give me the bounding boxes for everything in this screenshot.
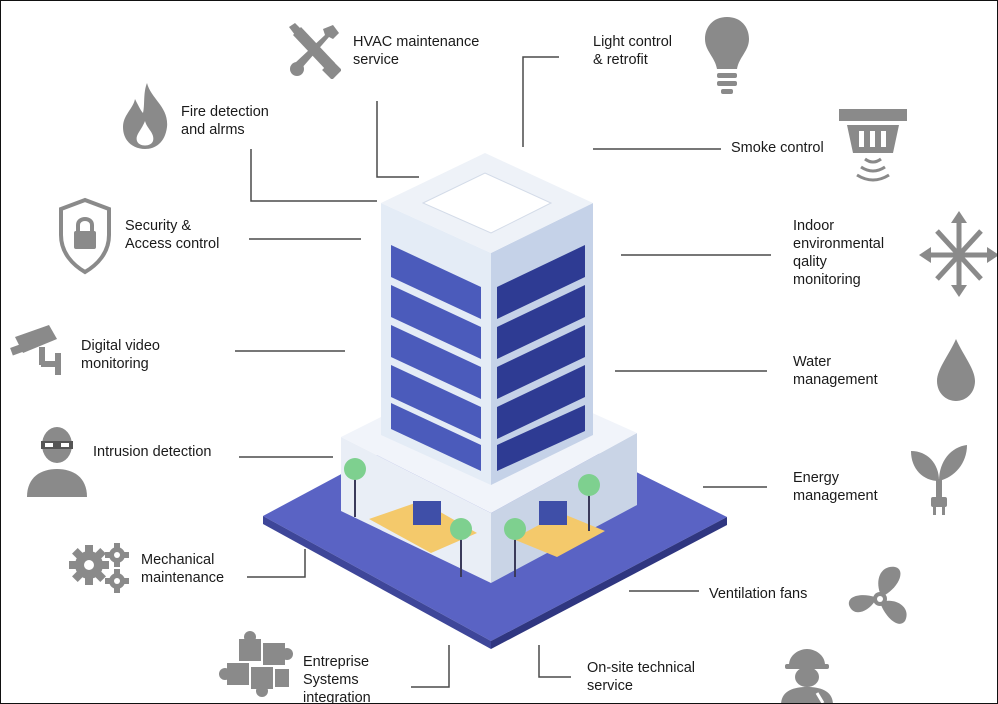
masked-person-icon bbox=[27, 427, 87, 497]
wrench-screwdriver-icon bbox=[289, 23, 341, 79]
technician-icon bbox=[781, 649, 833, 703]
connector-light bbox=[522, 56, 559, 147]
ground-plate-side-left bbox=[263, 516, 491, 649]
connector-hvac bbox=[376, 101, 419, 178]
label-enterprise: Entreprise Systems integration bbox=[303, 654, 371, 704]
connector-mechanical bbox=[247, 549, 306, 578]
label-intrusion: Intrusion detection bbox=[93, 444, 212, 460]
path-left bbox=[369, 501, 477, 553]
fan-icon bbox=[848, 566, 907, 624]
connector-fire bbox=[250, 149, 377, 202]
right-windows bbox=[497, 245, 585, 471]
plant-plug-icon bbox=[911, 445, 967, 515]
entrance-left bbox=[413, 501, 441, 525]
label-energy: Energy management bbox=[793, 470, 878, 504]
ground-plate-side-right bbox=[491, 517, 727, 649]
label-light: Light control & retrofit bbox=[593, 34, 672, 68]
label-ventilation: Ventilation fans bbox=[709, 586, 808, 602]
entrance-right bbox=[539, 501, 567, 525]
label-security: Security & Access control bbox=[125, 218, 220, 252]
smoke-detector-icon bbox=[839, 109, 907, 182]
roof-box bbox=[421, 172, 553, 234]
label-fire: Fire detection and alrms bbox=[181, 104, 269, 138]
label-hvac: HVAC maintenance service bbox=[353, 34, 480, 68]
left-windows bbox=[391, 245, 481, 471]
light-bulb-icon bbox=[705, 17, 749, 94]
label-water: Water management bbox=[793, 354, 878, 388]
shield-lock-icon bbox=[59, 197, 111, 275]
puzzle-icon bbox=[219, 631, 293, 697]
security-camera-icon bbox=[10, 325, 61, 375]
water-drop-icon bbox=[937, 339, 975, 401]
air-flow-arrows-icon bbox=[919, 211, 997, 297]
label-mechanical: Mechanical maintenance bbox=[141, 552, 225, 586]
label-video: Digital video monitoring bbox=[81, 338, 160, 372]
connector-onsite bbox=[538, 645, 571, 678]
connector-enterprise bbox=[411, 645, 450, 688]
path-right bbox=[513, 513, 605, 557]
trees bbox=[344, 458, 600, 577]
label-indoor: Indoor environmental qality monitoring bbox=[793, 218, 885, 288]
gears-icon bbox=[69, 543, 129, 593]
flame-icon bbox=[123, 83, 168, 149]
label-smoke: Smoke control bbox=[731, 140, 824, 156]
label-onsite: On-site technical service bbox=[587, 660, 695, 694]
